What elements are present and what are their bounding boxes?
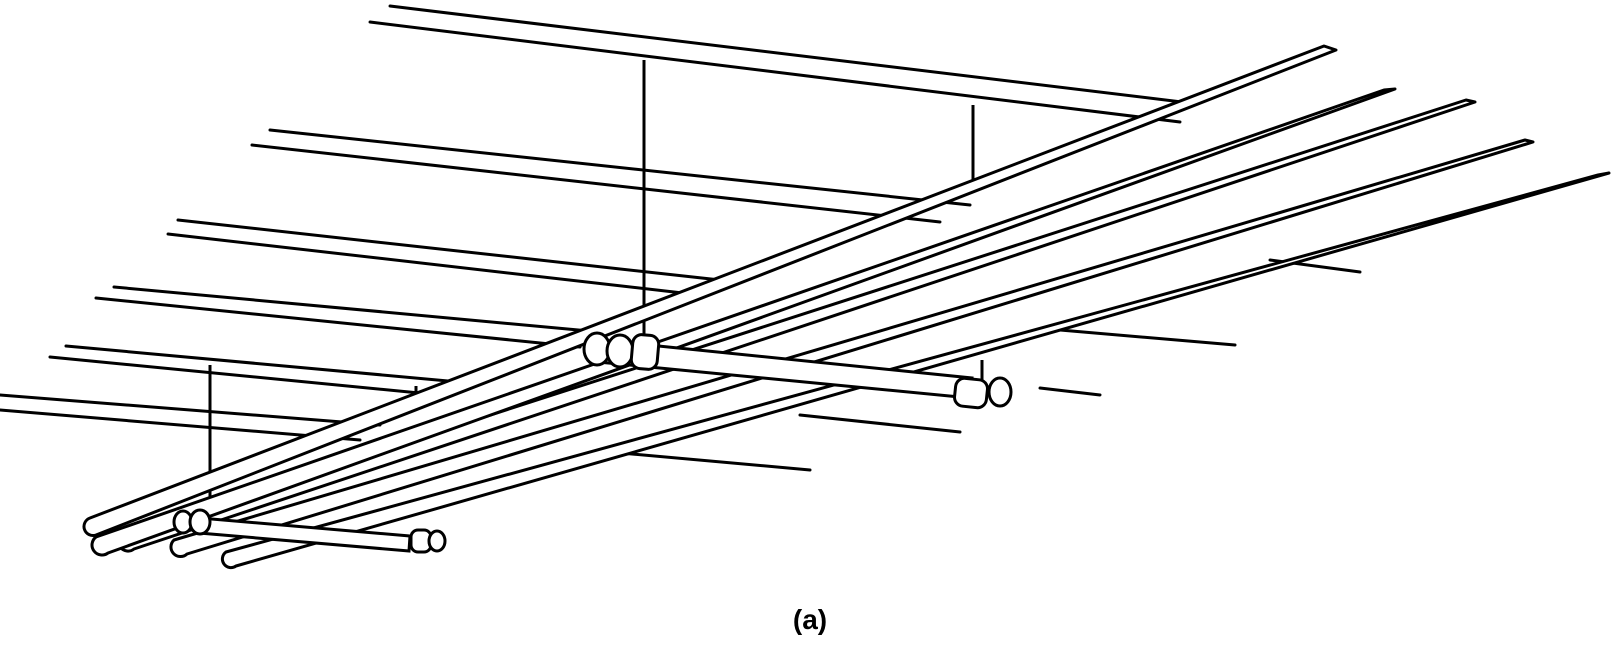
joist-6-top [0,393,382,427]
figure-caption: (a) [792,604,828,635]
pipes [82,44,1611,570]
joist-5-bottom [48,355,452,398]
rear-bar-end-cap [987,376,1013,408]
joist-5-top [64,344,472,385]
joist-3-tail [1058,328,1237,347]
joist-3-top [176,218,722,282]
rear-hanger-assembly [582,331,1013,410]
joist-1-top [388,4,1192,105]
pipe-2 [116,98,1477,553]
joist-6-tail [608,450,812,472]
pipe-rack-drawing [0,4,1611,570]
rear-bar-end-clamp [953,376,989,410]
rear-pipe-clamp-3 [629,333,661,371]
joist-2-top [268,128,972,207]
joist-4-top [112,285,602,334]
pipe-0 [82,44,1338,537]
joist-5-tail [798,413,962,434]
pipe-1 [90,87,1397,557]
joist-4-bottom [94,296,582,349]
front-bar-end-cap [427,529,447,553]
pipe-3 [169,138,1535,559]
joist-3-bottom [166,232,702,297]
rear-pipe-clamp-2 [605,333,635,369]
ceiling-joists [0,4,1362,472]
pipe-4 [220,171,1611,570]
joist-1-bottom [368,20,1182,124]
front-pipe-clamp-2 [188,508,212,536]
joist-6-bottom [0,408,362,442]
joist-4-tail [1038,386,1102,397]
joist-2-bottom [250,143,942,224]
front-hanger-assembly [172,508,447,554]
